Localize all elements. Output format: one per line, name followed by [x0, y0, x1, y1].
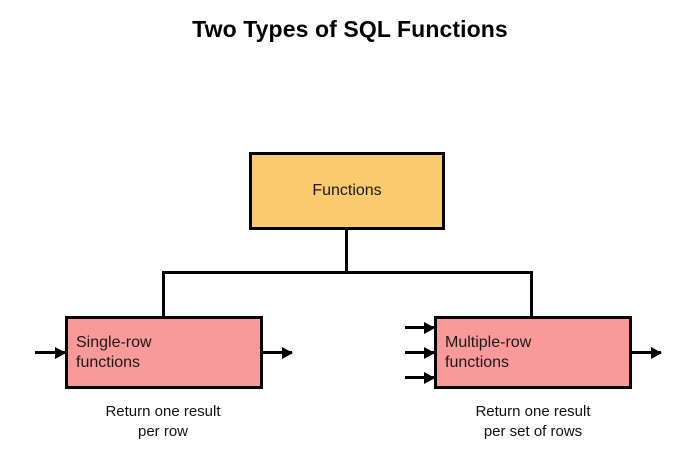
caption-single-row-line1: Return one result [105, 403, 221, 420]
caption-multiple-row-line2: per set of rows [483, 423, 583, 441]
caption-multiple-row-line1: Return one result [475, 403, 591, 420]
connector-drop-left [162, 271, 165, 318]
arrow-input-multiple-row-3 [405, 371, 435, 384]
arrow-output-single-row-1 [262, 346, 293, 359]
arrow-input-multiple-row-2 [405, 346, 435, 359]
connector-horizontal-bar [162, 271, 533, 274]
node-single-row-functions[interactable]: Single-row functions [65, 316, 263, 389]
caption-single-row-line2: per row [137, 423, 189, 441]
node-multiple-row-functions[interactable]: Multiple-row functions [434, 316, 632, 389]
arrow-input-multiple-row-1 [405, 321, 435, 334]
arrow-input-single-row-1 [35, 346, 66, 359]
diagram-title: Two Types of SQL Functions [192, 16, 508, 42]
node-multiple-row-functions-label: Multiple-row functions [445, 333, 531, 373]
node-multiple-row-functions-label-line1: Multiple-row [445, 333, 532, 351]
node-functions-label: Functions [312, 182, 382, 199]
caption-multiple-row-functions: Return one result per set of rows [393, 402, 673, 443]
node-single-row-functions-label-line2: functions [76, 353, 141, 371]
connector-stem [345, 230, 348, 274]
node-single-row-functions-label-line1: Single-row [76, 333, 152, 351]
node-functions[interactable]: Functions [249, 152, 445, 230]
caption-single-row-functions: Return one result per row [23, 402, 303, 443]
arrow-output-multiple-row-1 [632, 346, 662, 359]
node-multiple-row-functions-label-line2: functions [445, 353, 510, 371]
connector-drop-right [530, 271, 533, 318]
node-single-row-functions-label: Single-row functions [76, 333, 152, 373]
